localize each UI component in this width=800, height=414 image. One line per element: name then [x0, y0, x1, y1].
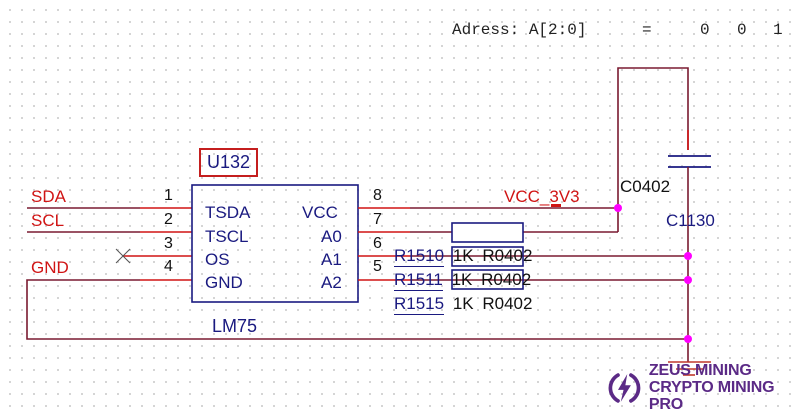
junction-vcc	[614, 204, 622, 212]
resistor-package: R0402	[482, 294, 533, 313]
resistor-a0-body[interactable]	[451, 222, 524, 243]
resistor-package: R0402	[481, 270, 532, 289]
pin-number-5: 5	[373, 258, 382, 275]
net-label-scl: SCL	[31, 211, 65, 230]
capacitor-refdes: C1130	[666, 211, 715, 230]
vcc-label-underline	[551, 204, 561, 207]
pin-name-vcc: VCC	[302, 203, 338, 222]
pin-name-a0: A0	[321, 227, 342, 246]
junction-gnd	[684, 335, 692, 343]
pin-name-a2: A2	[321, 273, 342, 292]
resistor-r1510-body[interactable]	[451, 246, 524, 267]
address-bit-a0: 1	[773, 21, 783, 39]
pin-number-4: 4	[164, 258, 173, 275]
junction-a2	[684, 276, 692, 284]
resistor-refdes: R1510	[394, 246, 445, 267]
watermark-line-2: CRYPTO MINING PRO	[648, 379, 775, 413]
wire-vcc-to-cap	[617, 67, 689, 232]
pin-number-6: 6	[373, 235, 382, 252]
resistor-value: 1K	[452, 246, 474, 265]
net-label-sda: SDA	[31, 187, 66, 206]
pin-name-tsda: TSDA	[205, 203, 251, 222]
chip-refdes-text: U132	[207, 152, 251, 172]
net-label-gnd: GND	[31, 258, 69, 277]
pin-number-2: 2	[164, 211, 173, 228]
resistor-value: 1K	[452, 294, 474, 313]
net-label-vcc: VCC_3V3	[504, 187, 580, 206]
pin-number-1: 1	[164, 187, 173, 204]
pin-name-gnd: GND	[205, 273, 243, 292]
resistor-r1511-body[interactable]	[451, 269, 524, 290]
resistor-label-r1510: R1510 1K R0402	[394, 246, 533, 267]
chip-body[interactable]	[191, 184, 359, 303]
resistor-label-r1515: R1515 1K R0402	[394, 294, 533, 315]
resistor-value: 1K	[451, 270, 473, 289]
wire-gnd-loop	[26, 279, 688, 340]
watermark-logo: ZEUS MINING CRYPTO MINING PRO	[606, 362, 800, 413]
address-bit-a2: 0	[700, 21, 710, 39]
chip-part-name: LM75	[212, 316, 258, 336]
capacitor-package: C0402	[620, 177, 671, 196]
watermark-line-1: ZEUS MINING	[648, 362, 752, 379]
address-bit-a1: 0	[737, 21, 747, 39]
junction-a1	[684, 252, 692, 260]
pin-number-7: 7	[373, 211, 382, 228]
address-equals: =	[642, 21, 652, 39]
capacitor-symbol[interactable]	[668, 155, 711, 168]
pin-name-a1: A1	[321, 250, 342, 269]
no-connect-marker	[115, 248, 131, 264]
ground-symbol	[668, 361, 711, 376]
resistor-refdes: R1511	[394, 270, 443, 291]
pin-number-8: 8	[373, 187, 382, 204]
lightning-bolt-icon	[608, 372, 641, 403]
resistor-label-r1511: R1511 1K R0402	[394, 270, 532, 291]
chip-refdes[interactable]: U132	[199, 148, 259, 177]
resistor-refdes: R1515	[394, 294, 445, 315]
address-label: Adress: A[2:0]	[452, 21, 587, 39]
pin-name-os: OS	[205, 250, 230, 269]
pin-number-3: 3	[164, 235, 173, 252]
pin-name-tscl: TSCL	[205, 227, 249, 246]
resistor-package: R0402	[482, 246, 533, 265]
